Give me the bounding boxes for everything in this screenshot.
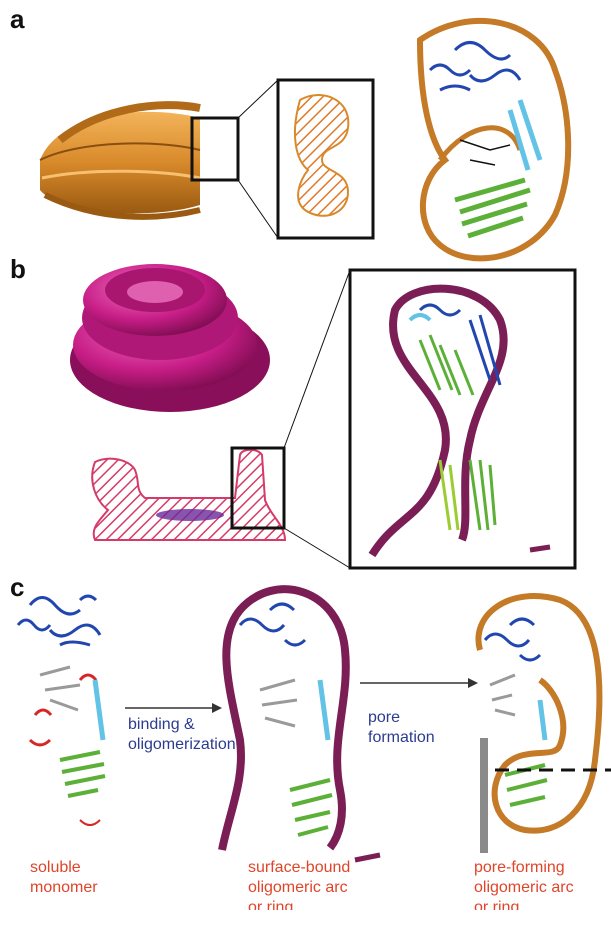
state-pore-line1: pore-forming bbox=[474, 858, 574, 878]
panel-c-pore-forming bbox=[478, 596, 611, 853]
panel-label-c: c bbox=[10, 572, 24, 603]
state-label-surface-bound: surface-bound oligomeric arc or ring bbox=[248, 858, 350, 910]
panel-c-monomer bbox=[18, 596, 105, 825]
panel-c-arrow-1 bbox=[125, 703, 222, 713]
step-label-pore-formation: pore formation bbox=[368, 708, 435, 748]
state-soluble-line1: soluble bbox=[30, 858, 98, 878]
panel-a-structure bbox=[420, 21, 568, 258]
step-label-pore-line2: formation bbox=[368, 728, 435, 748]
step-label-pore-line1: pore bbox=[368, 708, 435, 728]
state-pore-line3: or ring bbox=[474, 898, 574, 910]
panel-b-hatched-section bbox=[92, 450, 285, 540]
state-surface-line2: oligomeric arc bbox=[248, 878, 350, 898]
state-surface-line3: or ring bbox=[248, 898, 350, 910]
panel-b-ring-model bbox=[70, 264, 270, 412]
step-label-binding-line2: oligomerization bbox=[128, 735, 236, 755]
panel-a-ring-model bbox=[40, 105, 200, 217]
state-label-soluble-monomer: soluble monomer bbox=[30, 858, 98, 898]
panel-a-zoom-box bbox=[192, 80, 373, 238]
panel-label-b: b bbox=[10, 254, 26, 285]
step-label-binding: binding & oligomerization bbox=[128, 715, 236, 755]
state-label-pore-forming: pore-forming oligomeric arc or ring bbox=[474, 858, 574, 910]
panel-label-a: a bbox=[10, 4, 24, 35]
step-label-binding-line1: binding & bbox=[128, 715, 236, 735]
state-pore-line2: oligomeric arc bbox=[474, 878, 574, 898]
panel-c-surface-bound bbox=[222, 589, 380, 860]
state-soluble-line2: monomer bbox=[30, 878, 98, 898]
panel-c-arrow-2 bbox=[360, 678, 478, 688]
state-surface-line1: surface-bound bbox=[248, 858, 350, 878]
